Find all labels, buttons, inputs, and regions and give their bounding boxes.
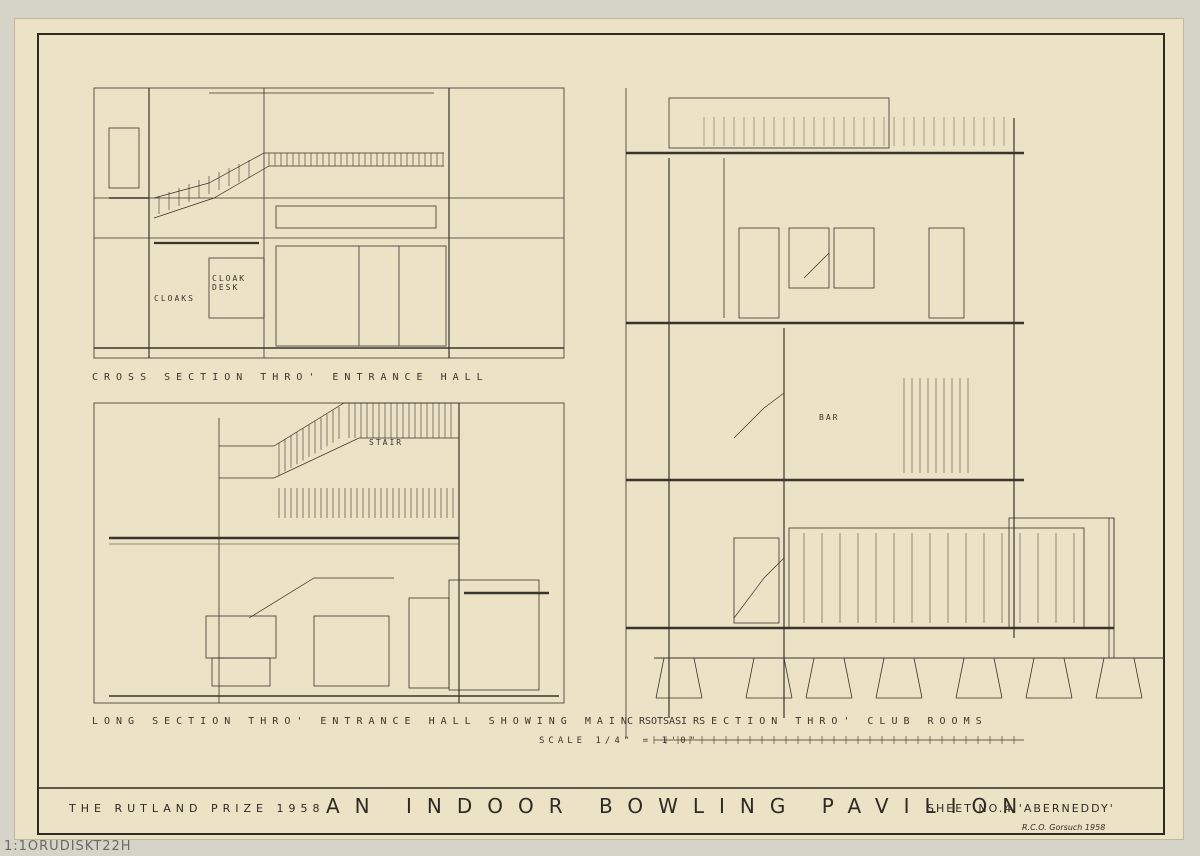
caption-long-section-main-stair: LONG SECTION THRO' ENTRANCE HALL SHOWING… bbox=[92, 716, 706, 727]
caption-scale: SCALE 1/4" = 1'0" bbox=[539, 736, 700, 746]
scale-bar bbox=[653, 736, 1024, 744]
linework bbox=[693, 657, 703, 699]
linework bbox=[843, 657, 853, 699]
linework bbox=[1095, 657, 1105, 699]
linework bbox=[745, 657, 755, 699]
prize-label: THE RUTLAND PRIZE 1958 bbox=[69, 802, 325, 815]
room-label-bar: BAR bbox=[819, 413, 840, 422]
architectural-drawing bbox=[37, 33, 1165, 835]
linework bbox=[655, 657, 665, 699]
room-label-cloak-desk: CLOAK DESK bbox=[212, 274, 247, 292]
linework bbox=[1025, 657, 1035, 699]
linework bbox=[1063, 657, 1073, 699]
inventory-mark: 1:1ORUDISKT22H bbox=[4, 839, 132, 854]
sheet-number: SHEET NO.4 'ABERNEDDY' bbox=[927, 802, 1115, 815]
club-stair bbox=[733, 252, 830, 619]
signature: R.C.O. Gorsuch 1958 bbox=[1022, 823, 1106, 832]
sheet-border bbox=[37, 33, 1165, 835]
caption-cross-section-entrance-hall: CROSS SECTION THRO' ENTRANCE HALL bbox=[92, 372, 489, 383]
linework bbox=[1133, 657, 1143, 699]
linework bbox=[913, 657, 923, 699]
room-label-cloaks: CLOAKS bbox=[154, 294, 195, 303]
room-label-stair: STAIR bbox=[369, 438, 404, 447]
drawing-title: AN INDOOR BOWLING PAVILION bbox=[326, 794, 1033, 818]
section-club-rooms bbox=[625, 88, 1164, 738]
entrance-hall-stair bbox=[109, 152, 444, 245]
caption-cross-section-club-rooms: CROSS SECTION THRO' CLUB ROOMS bbox=[627, 716, 988, 727]
drawing-sheet: CROSS SECTION THRO' ENTRANCE HALL LONG S… bbox=[14, 18, 1184, 840]
linework bbox=[955, 657, 965, 699]
section-main-stair bbox=[93, 402, 565, 704]
linework bbox=[805, 657, 815, 699]
linework bbox=[875, 657, 885, 699]
main-stair bbox=[219, 402, 459, 619]
linework bbox=[783, 657, 793, 699]
linework bbox=[993, 657, 1003, 699]
section-entrance-hall bbox=[93, 87, 565, 359]
